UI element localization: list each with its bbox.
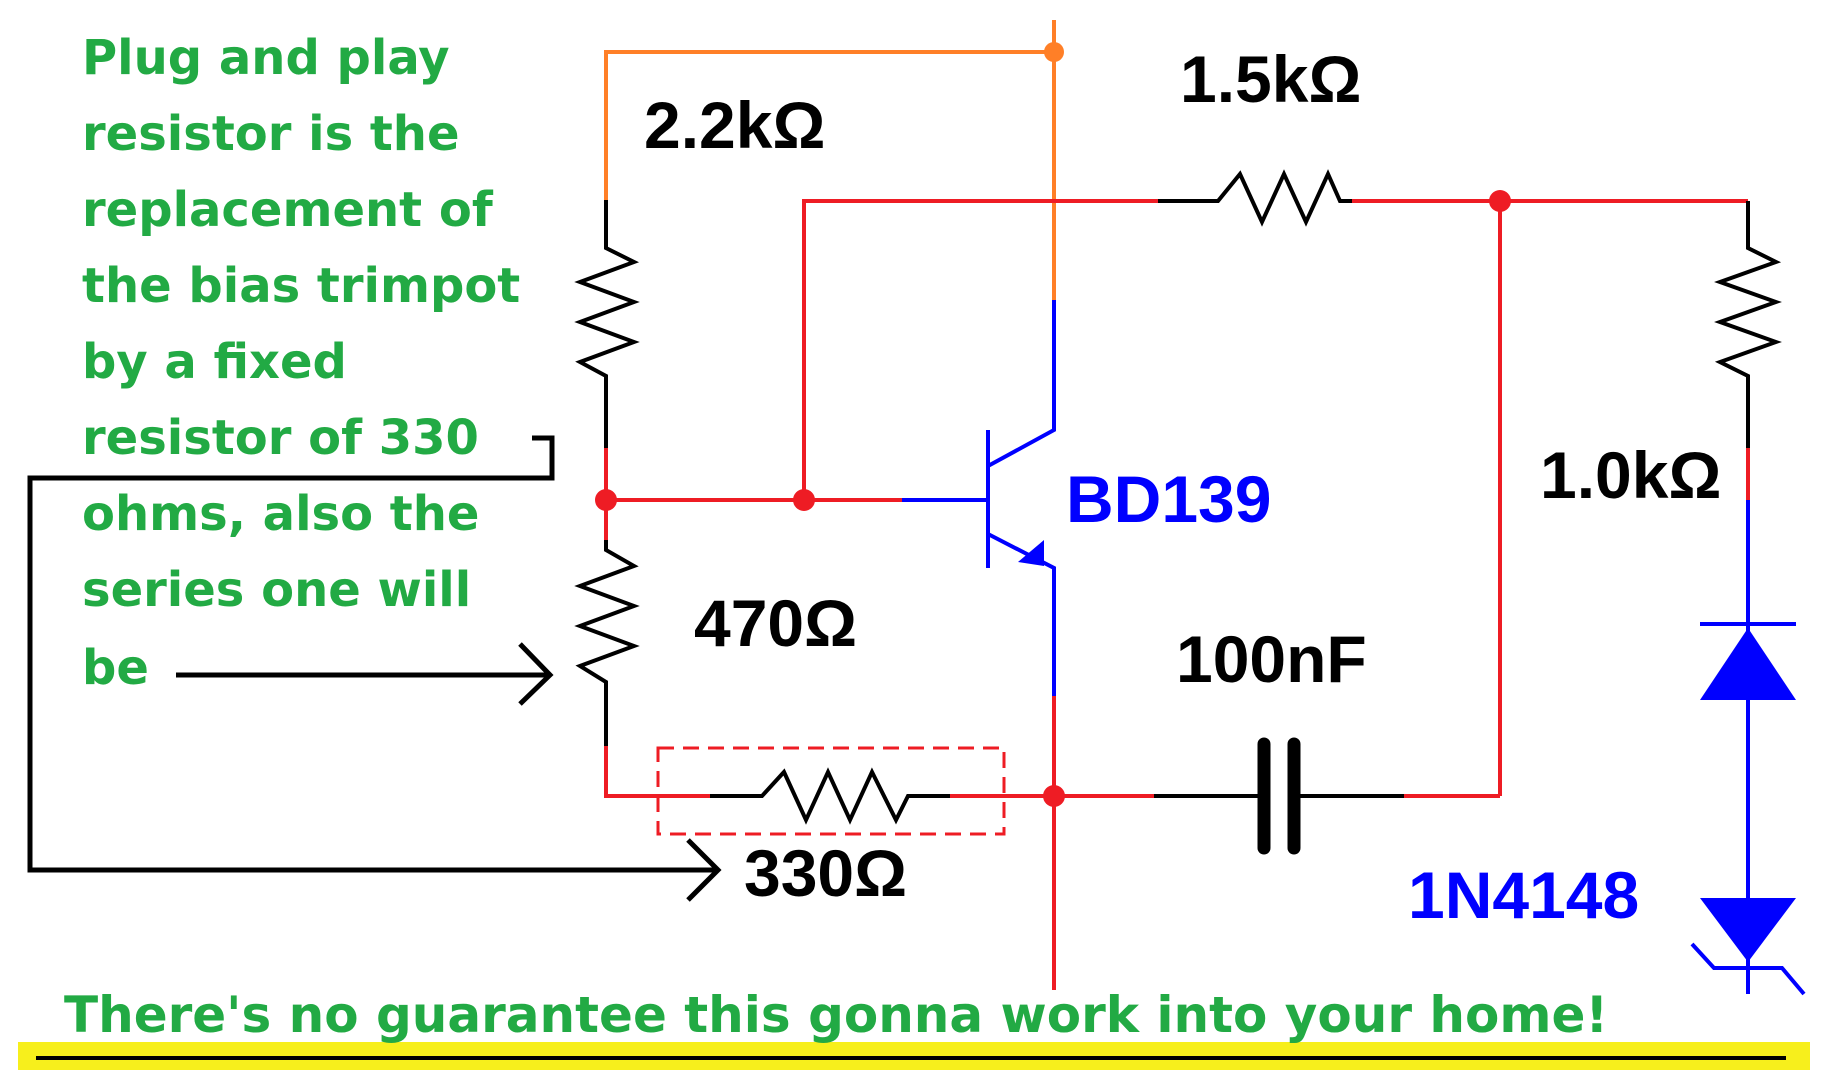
orange-wires [604, 20, 1056, 300]
label-330: 330Ω [744, 836, 907, 910]
wire-bottom-left-red [604, 746, 710, 798]
label-1n4148: 1N4148 [1408, 858, 1639, 932]
transistor-collector [987, 300, 1056, 468]
resistors [574, 169, 1782, 825]
emitter-arrow-icon [1018, 540, 1044, 566]
note-line: series one will [82, 562, 471, 618]
transistor-bd139 [902, 300, 1056, 696]
note-line: resistor is the [82, 106, 460, 162]
highlight-box-330 [656, 746, 1006, 836]
note-line: Plug and play [82, 30, 450, 86]
note-line: ohms, also the [82, 486, 479, 542]
wire-feedback-red [802, 199, 1158, 500]
label-1-5k: 1.5kΩ [1180, 42, 1361, 116]
junction-emitter [1043, 785, 1065, 807]
resistor-1-5k [1158, 169, 1352, 227]
note-line: by a fixed [82, 334, 347, 390]
resistor-470 [574, 540, 640, 746]
footer-warning: There's no guarantee this gonna work int… [64, 986, 1608, 1044]
diode-upper-icon [1700, 628, 1796, 700]
resistor-2-2k [574, 200, 640, 448]
arrow-to-330-head [686, 838, 722, 902]
transistor-emitter [987, 532, 1056, 696]
label-470: 470Ω [694, 586, 857, 660]
annotation-arrows [27, 435, 722, 902]
diode-chain [1690, 500, 1806, 996]
note-text: Plug and play resistor is the replacemen… [82, 30, 520, 696]
resistor-1-0k [1714, 201, 1782, 448]
arrow-to-330-line [27, 435, 716, 873]
wire-top-left-orange [604, 50, 1054, 200]
junction-top [1044, 42, 1064, 62]
junction-divider [595, 489, 617, 511]
note-line: the bias trimpot [82, 258, 520, 314]
capacitor-100nf [1154, 737, 1404, 855]
label-bd139: BD139 [1066, 462, 1271, 536]
junctions-red [595, 190, 1511, 807]
label-2-2k: 2.2kΩ [644, 88, 825, 162]
resistor-330 [710, 767, 950, 825]
note-line: resistor of 330 [82, 410, 479, 466]
label-1-0k: 1.0kΩ [1540, 438, 1721, 512]
junction-top-right [1489, 190, 1511, 212]
zener-diode-icon [1700, 898, 1796, 962]
zener-bar [1690, 942, 1806, 996]
arrow-to-470-head [518, 642, 554, 706]
note-line: replacement of [82, 182, 494, 238]
junction-base [793, 489, 815, 511]
note-line: be [82, 640, 149, 696]
label-100nf: 100nF [1176, 622, 1367, 696]
red-wires [604, 199, 1750, 990]
